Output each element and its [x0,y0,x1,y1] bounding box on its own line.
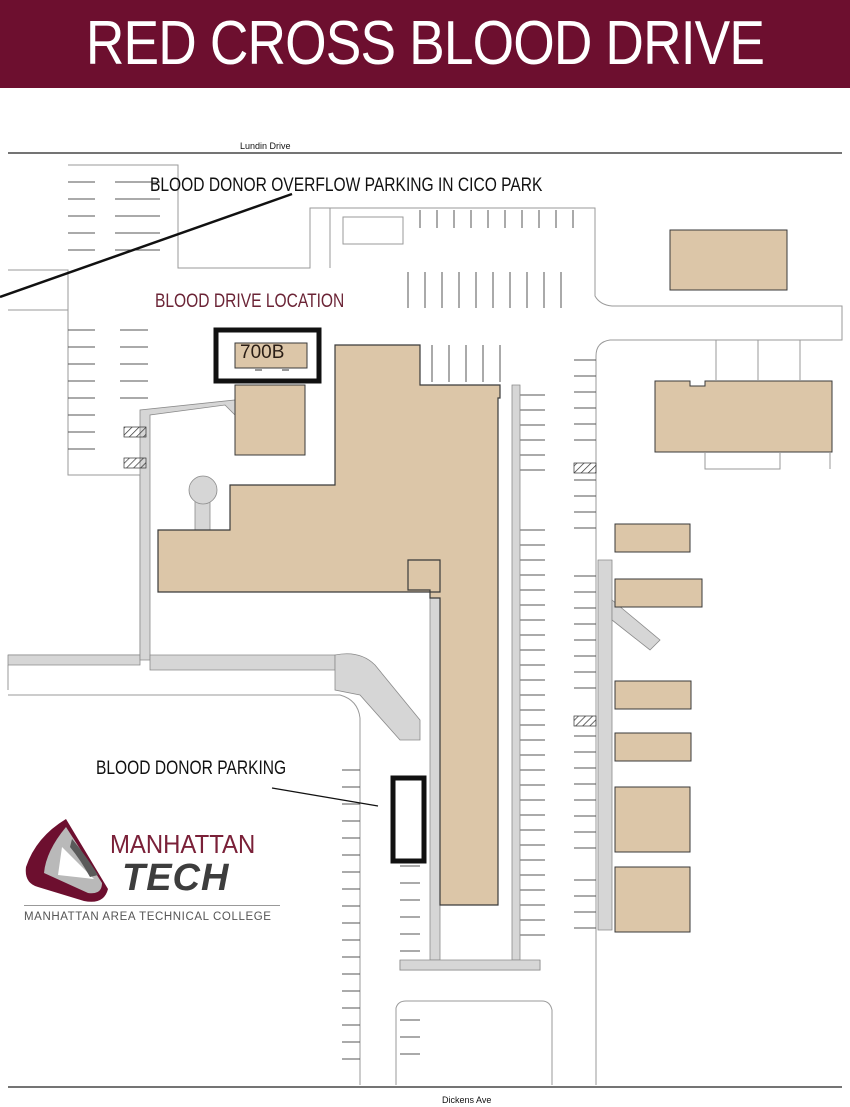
logo-divider [24,905,280,906]
accessible-parking-markers [123,426,597,727]
blood-drive-location-box [213,327,322,384]
parking-stalls-top [407,210,574,382]
logo-subtitle: MANHATTAN AREA TECHNICAL COLLEGE [24,911,272,923]
logo-swoosh-icon [25,819,108,902]
room-700b-label: 700B [240,342,285,363]
street-label-south: Dickens Ave [442,1095,492,1105]
donor-parking-box [390,775,427,864]
blood-drive-location-callout: BLOOD DRIVE LOCATION [155,291,345,312]
donor-parking-pointer-line [271,787,379,807]
lot-outlines [7,164,843,1085]
page-title: RED CROSS BLOOD DRIVE MAP [85,9,765,154]
logo-wordmark-manhattan: MANHATTAN [110,829,256,859]
manhattan-tech-logo: MANHATTAN TECH MANHATTAN AREA TECHNICAL … [24,815,294,925]
street-label-north: Lundin Drive [240,141,291,151]
main-building [157,344,501,906]
parking-stalls-bottom [342,769,420,1060]
overflow-parking-callout: BLOOD DONOR OVERFLOW PARKING IN CICO PAR… [150,175,543,196]
title-banner: RED CROSS BLOOD DRIVE MAP [0,0,850,154]
building-700b-lower [234,384,306,456]
logo-wordmark-tech: TECH [122,857,230,899]
outbuildings [614,229,833,933]
building-700b [234,342,308,369]
overflow-pointer-line [0,192,293,299]
donor-parking-callout: BLOOD DONOR PARKING [96,758,287,779]
parking-stalls-left [68,181,160,450]
campus-map [0,152,843,1088]
parking-stalls-right [520,359,596,936]
